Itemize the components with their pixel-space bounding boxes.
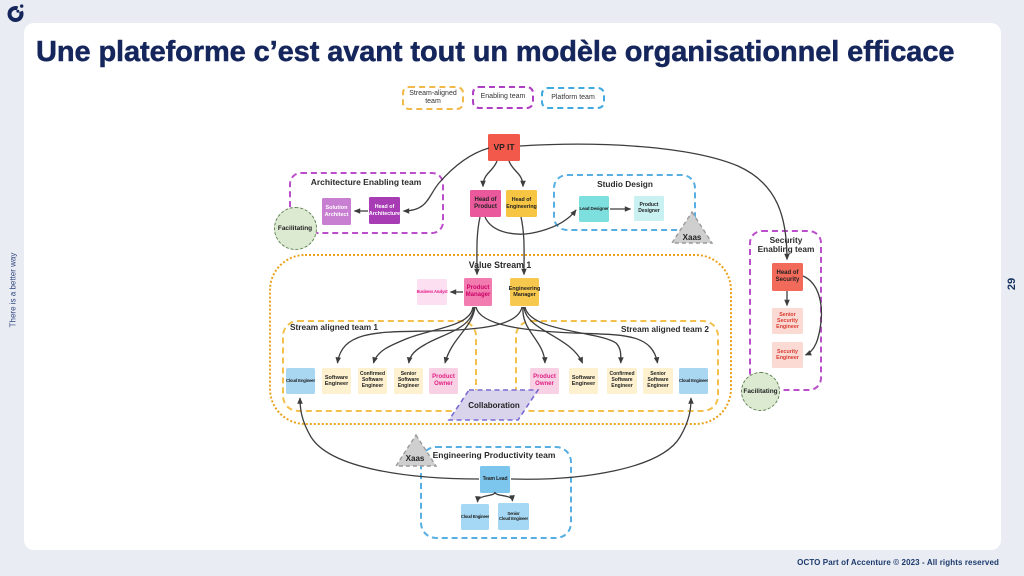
svg-text:Collaboration: Collaboration (468, 401, 520, 410)
svg-text:Xaas: Xaas (683, 233, 702, 242)
svg-text:Xaas: Xaas (406, 454, 425, 463)
